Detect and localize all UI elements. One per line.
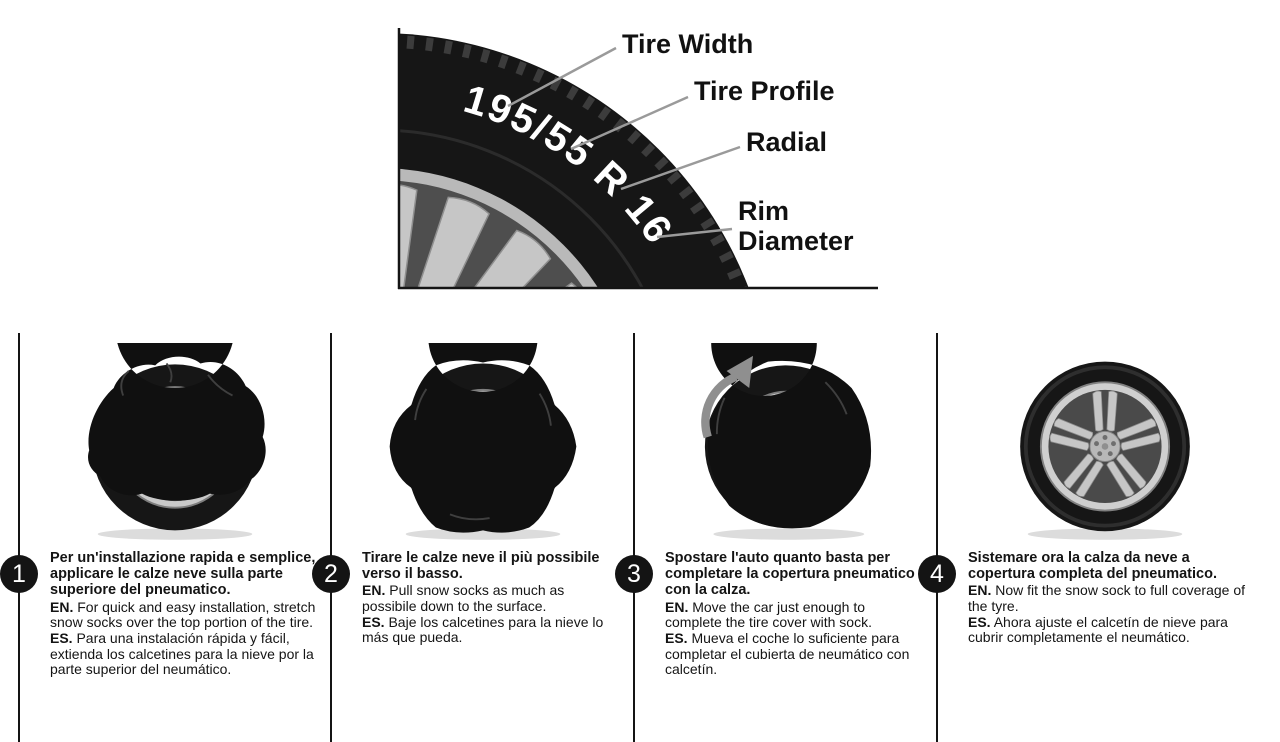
step-es-text: ES. Ahora ajuste el calcetín de nieve pa… [968,613,1228,646]
step3-wheel-box [635,333,936,545]
es-label: ES. [50,630,73,647]
step-panel-2: 2 Tirare le calze neve il più possibile … [312,333,633,742]
snow-sock-overlay [707,343,871,529]
step-panel-4: 4 Sistemare ora la calza da neve a coper… [918,333,1272,742]
step-en-text: EN. Now fit the snow sock to full covera… [968,582,1246,615]
step1-text: Per un'installazione rapida e semplice, … [50,550,318,678]
tire-width-label: Tire Width [622,29,754,59]
wheel-sock-top-image [88,343,266,540]
step4-text: Sistemare ora la calza da neve a copertu… [968,550,1260,646]
es-label: ES. [665,630,688,647]
tire-image: 195/55 R 16 [400,33,749,288]
step-number-badge: 2 [312,555,350,593]
wheel-sock-pulled-image [389,343,576,540]
step-es-text: ES. Para una instalación rápida y fácil,… [50,630,314,678]
radial-pointer-line [620,145,741,191]
installation-steps: 1 Per un'installazione rapida e semplice… [0,333,1280,742]
step-panel-1: 1 Per un'installazione rapida e semplice… [0,333,330,742]
step-en-text: EN. For quick and easy installation, str… [50,598,316,631]
tire-size-diagram: 195/55 R 16 Tire Width Tire Profile Radi… [0,0,1280,333]
rim-diameter-label: Rim Diameter [738,196,854,256]
rotation-arrow-icon [700,372,738,439]
wheel-shadow [712,528,864,540]
step-title: Tirare le calze neve il più possibile ve… [362,550,600,583]
wheel-shadow [97,528,253,540]
step-en-text: EN. Pull snow socks as much as possibile… [362,582,565,615]
en-label: EN. [362,582,386,599]
rim-diameter-pointer-line [656,227,733,239]
step-panel-3: 3 Spostare l'auto quanto basta per compl… [615,333,936,742]
step3-text: Spostare l'auto quanto basta per complet… [665,550,924,678]
tire-width-pointer-line [507,46,617,108]
wheel-complete-image [1020,361,1190,540]
step2-wheel-box [332,333,633,545]
step4-wheel-box [938,333,1272,545]
step-title: Per un'installazione rapida e semplice, … [50,550,316,599]
tire-profile-label: Tire Profile [694,76,835,106]
wheel-shadow [1027,528,1183,540]
rotation-arrow-head-icon [726,355,753,388]
tire-profile-pointer-line [570,95,689,151]
en-label: EN. [665,598,689,615]
en-label: EN. [50,598,74,615]
step1-wheel-box [20,333,330,545]
wheel-rotate-image [700,343,871,540]
step-en-text: EN. Move the car just enough to complete… [665,598,872,631]
step-es-text: ES. Baje los calcetines para la nieve lo… [362,613,604,646]
step-es-text: ES. Mueva el coche lo suficiente para co… [665,630,910,678]
step-title: Sistemare ora la calza da neve a copertu… [968,550,1217,583]
snow-sock-overlay [88,343,266,501]
tire-size-diagram-graphic: 195/55 R 16 [397,28,878,290]
es-label: ES. [968,613,991,630]
radial-label: Radial [746,127,828,157]
step2-text: Tirare le calze neve il più possibile ve… [362,550,621,646]
snow-sock-overlay [389,343,576,533]
en-label: EN. [968,582,992,599]
step-number-badge: 1 [0,555,38,593]
step-number-badge: 4 [918,555,956,593]
step-title: Spostare l'auto quanto basta per complet… [665,550,915,599]
wheel-shadow [405,528,560,540]
step-number-badge: 3 [615,555,653,593]
rim-spokes [400,183,596,288]
es-label: ES. [362,613,385,630]
